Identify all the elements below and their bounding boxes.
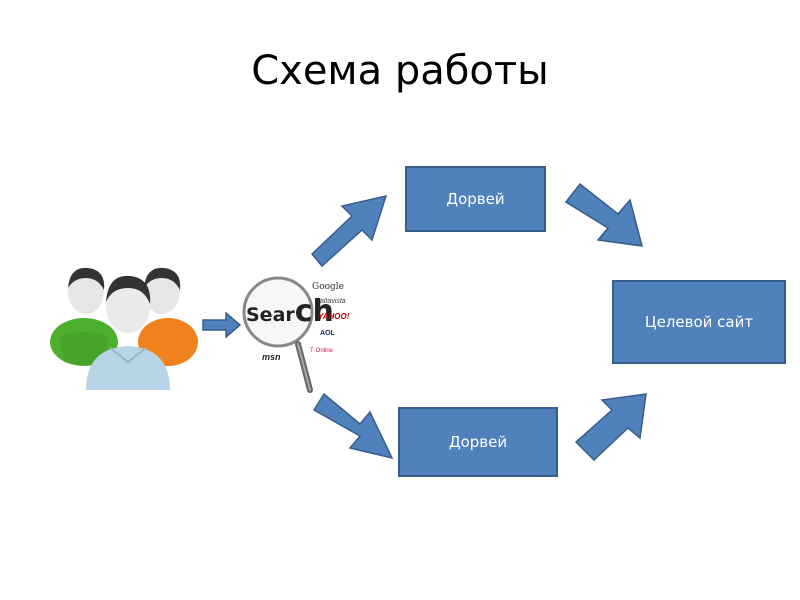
doorway-bottom-box: Дорвей <box>398 407 558 477</box>
engine-aol: AOL <box>320 330 335 337</box>
search-word: Search <box>246 294 334 329</box>
doorway-top-label: Дорвей <box>446 190 505 208</box>
doorway-top-box: Дорвей <box>405 166 546 232</box>
search-engines-logo: Search Google altavista YAHOO! AOL msn T… <box>240 268 360 398</box>
target-site-box: Целевой сайт <box>612 280 786 364</box>
arrow-search-to-doorway-bottom <box>312 392 394 460</box>
engine-yahoo: YAHOO! <box>318 312 350 321</box>
search-word-prefix: Sear <box>246 304 295 326</box>
engine-msn: msn <box>262 352 281 362</box>
arrow-search-to-doorway-top <box>310 194 388 268</box>
page-title: Схема работы <box>251 48 549 94</box>
arrow-doorway-bottom-to-target <box>574 393 647 462</box>
engine-t-online: T·Online <box>310 348 334 354</box>
doorway-bottom-label: Дорвей <box>448 433 508 451</box>
search-word-suffix: ch <box>294 294 334 329</box>
engine-altavista: altavista <box>320 298 346 305</box>
target-site-label: Целевой сайт <box>644 313 754 331</box>
magnifier-icon <box>242 276 314 393</box>
arrow-doorway-top-to-target <box>564 182 644 247</box>
users-group-icon <box>50 267 198 390</box>
engine-google: Google <box>312 282 344 292</box>
arrow-users-to-search <box>202 312 242 338</box>
